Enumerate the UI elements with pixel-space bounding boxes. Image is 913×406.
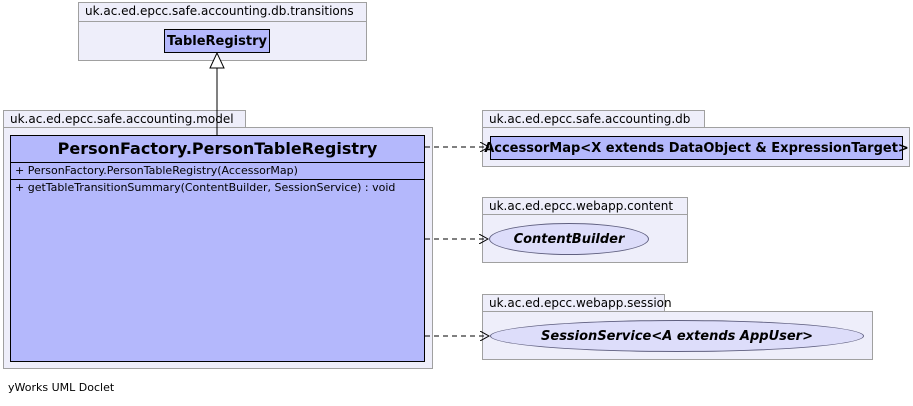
method-signature: + getTableTransitionSummary(ContentBuild… [15,181,396,194]
class-name: PersonFactory.PersonTableRegistry [11,136,424,163]
package-tab-session: uk.ac.ed.epcc.webapp.session [482,294,672,312]
footer-credit: yWorks UML Doclet [8,381,115,394]
interface-session-service: SessionService<A extends AppUser> [490,320,864,352]
constructor-section: + PersonFactory.PersonTableRegistry(Acce… [11,163,424,180]
method-section: + getTableTransitionSummary(ContentBuild… [11,180,424,196]
constructor-signature: + PersonFactory.PersonTableRegistry(Acce… [15,164,298,177]
package-tab-transitions: uk.ac.ed.epcc.safe.accounting.db.transit… [78,2,367,22]
class-accessor-map: AccessorMap<X extends DataObject & Expre… [484,136,909,160]
interface-content-builder: ContentBuilder [489,223,649,255]
package-tab-content: uk.ac.ed.epcc.webapp.content [482,197,688,215]
inheritance-arrowhead [209,51,225,69]
class-person-table-registry: PersonFactory.PersonTableRegistry + Pers… [10,135,425,362]
